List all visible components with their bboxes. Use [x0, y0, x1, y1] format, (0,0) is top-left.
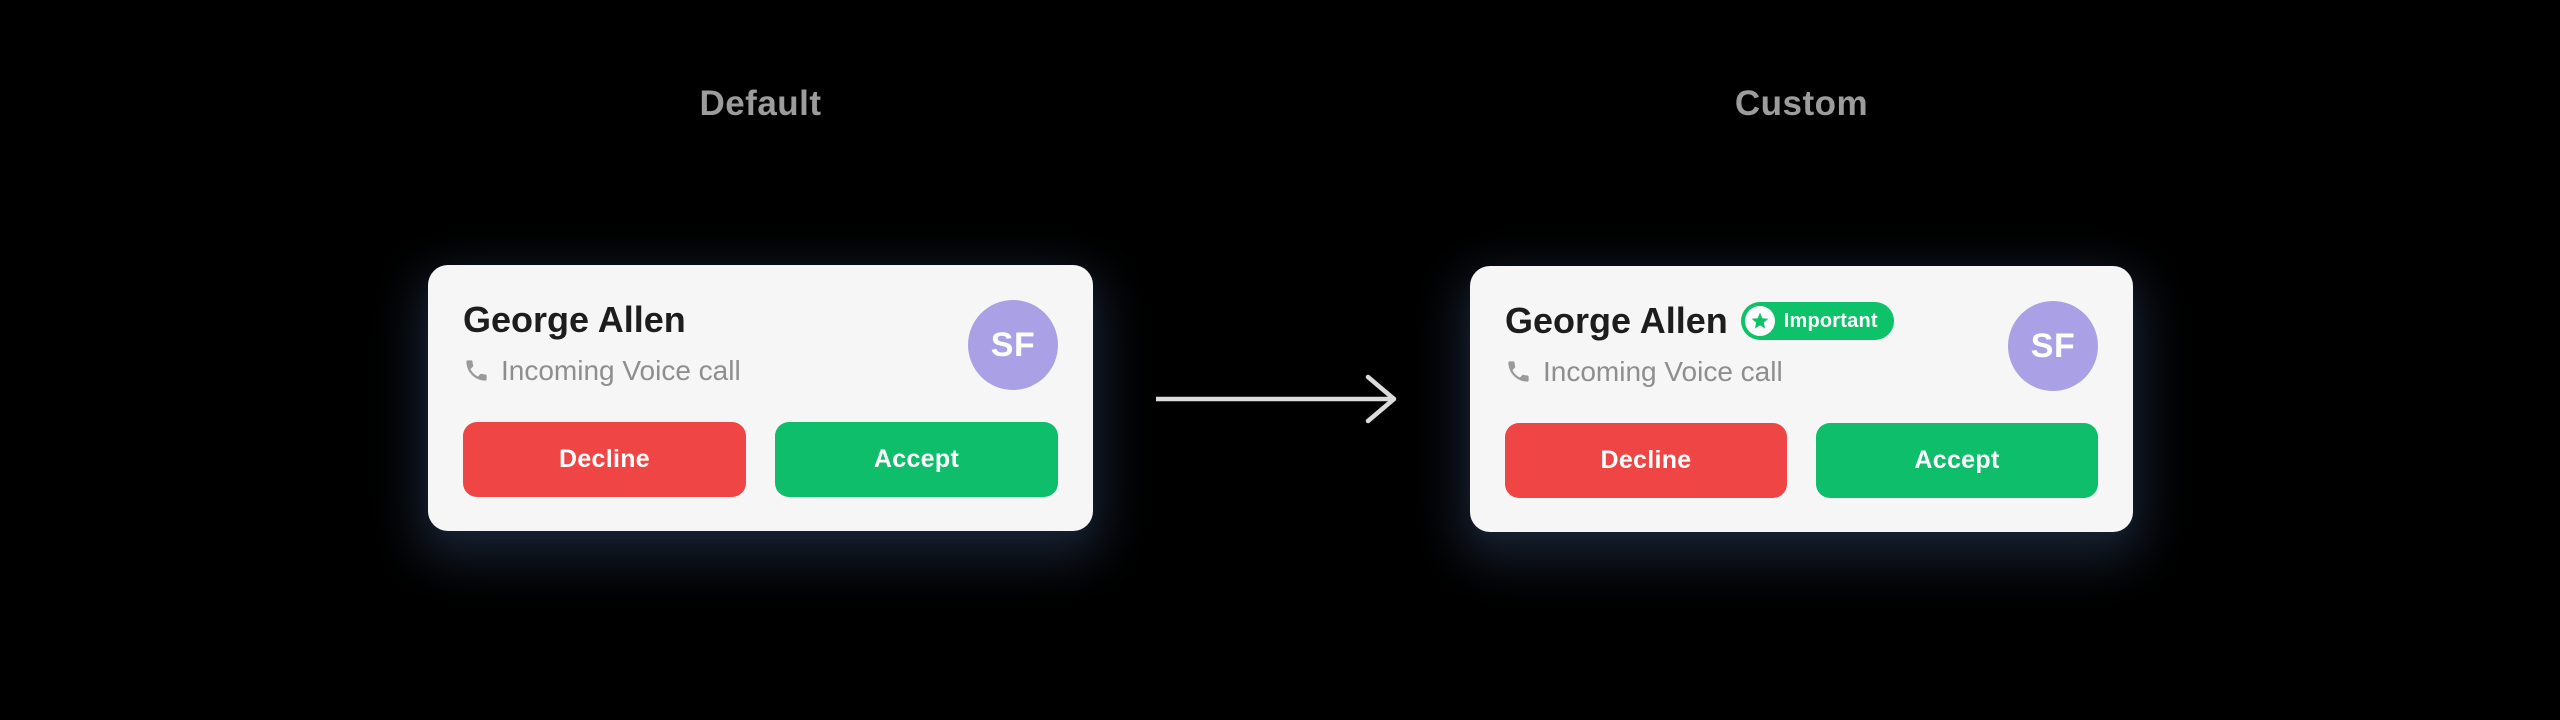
- caller-name: George Allen: [463, 299, 686, 340]
- call-status-text: Incoming Voice call: [501, 355, 741, 386]
- call-status-text: Incoming Voice call: [1543, 356, 1783, 387]
- caller-info: George Allen Incoming Voice call: [463, 299, 741, 387]
- phone-receiver-icon: [463, 357, 490, 384]
- caller-info: George Allen Important: [1505, 300, 1894, 388]
- caller-name-row: George Allen Important: [1505, 300, 1894, 342]
- incoming-call-card-default: George Allen Incoming Voice call SF Decl…: [428, 265, 1093, 531]
- arrow-right-icon: [1152, 371, 1408, 427]
- badge-label: Important: [1783, 309, 1878, 332]
- accept-button[interactable]: Accept: [775, 422, 1058, 497]
- call-action-buttons: Decline Accept: [463, 422, 1058, 497]
- card-header: George Allen Important: [1505, 300, 2098, 391]
- call-status-row: Incoming Voice call: [1505, 355, 1894, 388]
- section-title-default: Default: [699, 84, 822, 123]
- caller-name-row: George Allen: [463, 299, 741, 341]
- avatar: SF: [968, 300, 1058, 390]
- avatar: SF: [2008, 301, 2098, 391]
- accept-button[interactable]: Accept: [1816, 423, 2098, 498]
- important-badge: Important: [1740, 302, 1894, 340]
- card-header: George Allen Incoming Voice call SF: [463, 299, 1058, 390]
- decline-button[interactable]: Decline: [1505, 423, 1787, 498]
- phone-receiver-icon: [1505, 358, 1532, 385]
- call-status-row: Incoming Voice call: [463, 354, 741, 387]
- caller-name: George Allen: [1505, 300, 1728, 341]
- star-icon: [1744, 306, 1775, 336]
- call-action-buttons: Decline Accept: [1505, 423, 2098, 498]
- decline-button[interactable]: Decline: [463, 422, 746, 497]
- incoming-call-card-custom: George Allen Important: [1470, 266, 2133, 532]
- section-title-custom: Custom: [1734, 84, 1869, 123]
